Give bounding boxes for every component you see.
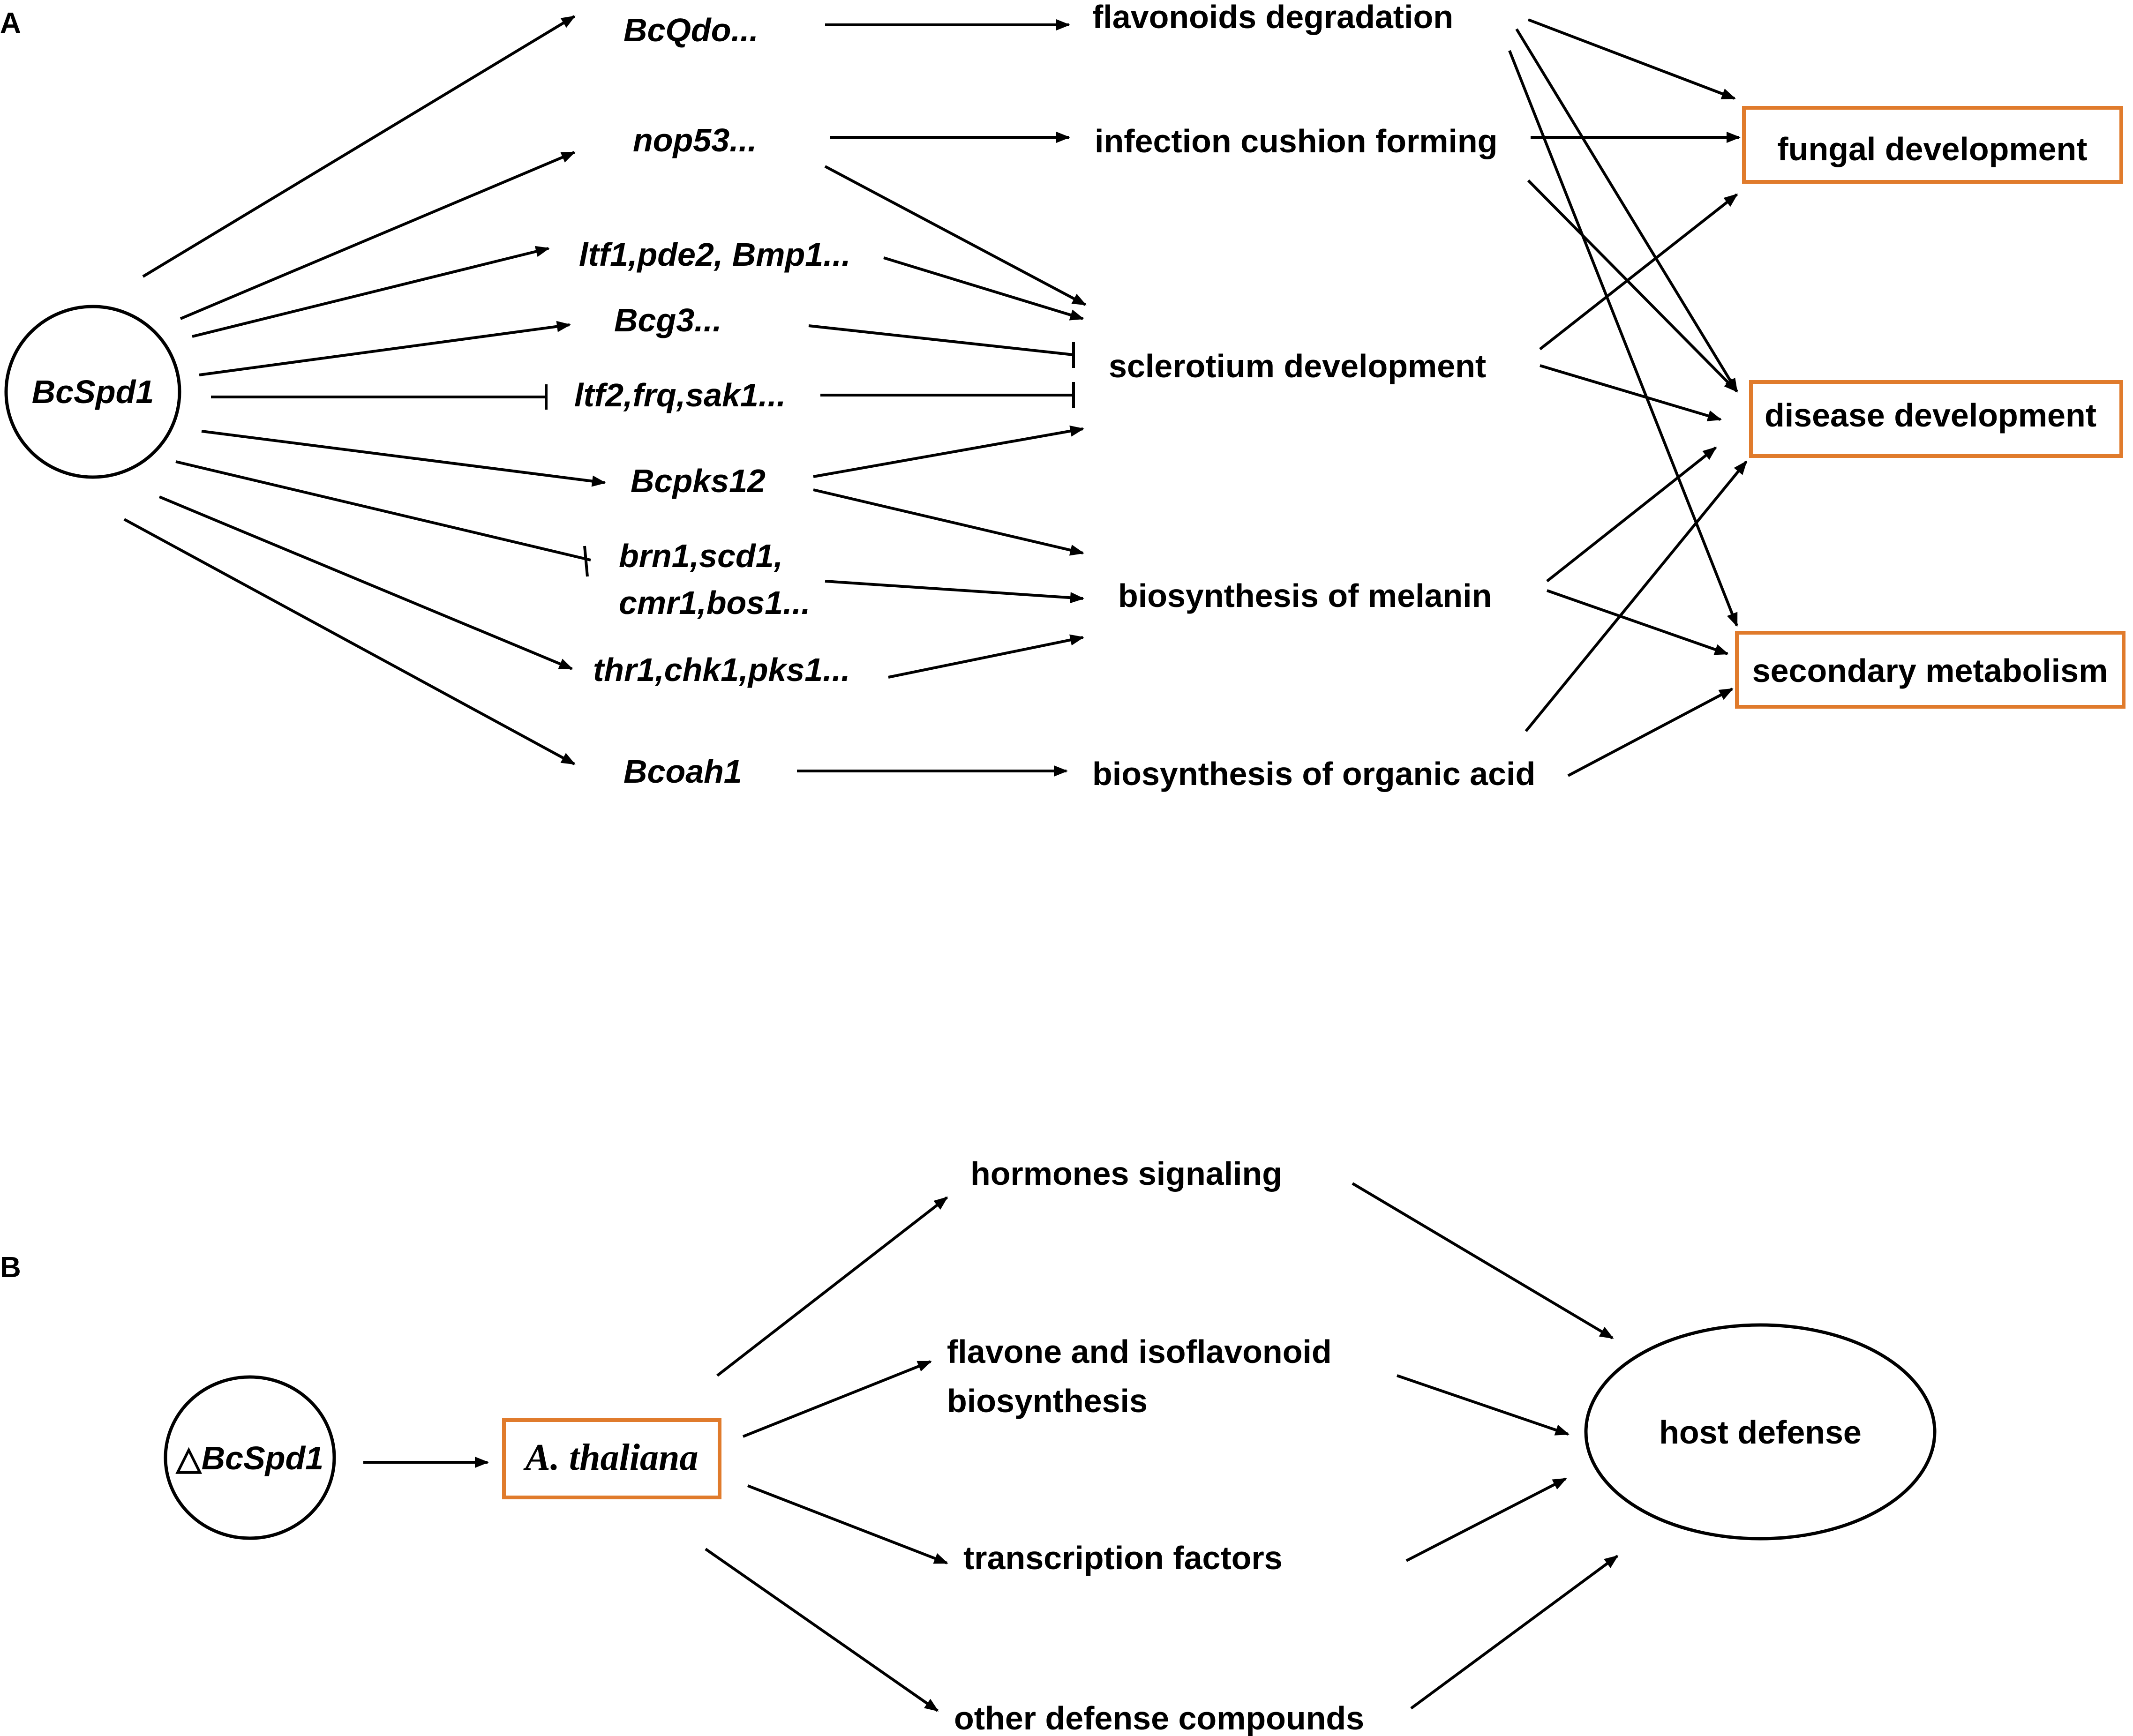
gene-nop53: nop53... <box>633 122 757 158</box>
process-other-defense-compounds: other defense compounds <box>954 1700 1364 1736</box>
edge-nop53-sclerotium <box>824 165 1087 306</box>
edge-sclerotium-fungal <box>1539 193 1738 351</box>
gene-brn1-group-line1: brn1,scd1, <box>619 538 783 574</box>
mutant-gene-name: BcSpd1 <box>202 1440 324 1476</box>
edge-host-other <box>705 1548 939 1712</box>
panel-a-label: A <box>0 7 21 39</box>
edge-bcspd1-nop53 <box>180 151 576 320</box>
mutant-bcspd1-label: △BcSpd1 <box>175 1440 323 1476</box>
edge-thr1-melanin <box>888 634 1084 679</box>
edge-organic-acid-disease <box>1525 460 1748 732</box>
process-melanin-biosynthesis: biosynthesis of melanin <box>1118 577 1492 614</box>
delta-symbol: △ <box>175 1440 203 1476</box>
panel-b-process-labels: hormones signaling flavone and isoflavon… <box>947 1155 1364 1736</box>
host-a-thaliana-box <box>502 1418 721 1499</box>
edge-flavone-defense <box>1397 1374 1570 1436</box>
edge-ltf1-sclerotium <box>883 256 1084 321</box>
mutant-bcspd1-node <box>164 1375 336 1540</box>
panel-a-outcomes: fungal development disease development s… <box>1735 106 2125 709</box>
process-flavone-line1: flavone and isoflavonoid <box>947 1333 1332 1370</box>
host-defense-label: host defense <box>1659 1414 1862 1451</box>
edge-bcspd1-ltf1 <box>192 246 550 338</box>
edge-bcspd1-brn1-inhibit <box>175 460 591 561</box>
panel-a-gene-labels: BcQdo... nop53... ltf1,pde2, Bmp1... Bcg… <box>574 12 851 790</box>
edge-bcspd1-bcpks12 <box>201 430 606 487</box>
edge-sclerotium-disease <box>1540 364 1722 421</box>
edge-hormones-defense <box>1352 1182 1614 1339</box>
gene-thr1-group: thr1,chk1,pks1... <box>593 651 850 688</box>
process-transcription-factors: transcription factors <box>963 1540 1283 1576</box>
edge-bcpks12-sclerotium <box>813 425 1084 478</box>
edge-flavonoids-disease <box>1515 28 1738 393</box>
outcome-disease-box <box>1749 380 2123 458</box>
edge-infection-disease <box>1527 179 1738 393</box>
gene-brn1-group-line2: cmr1,bos1... <box>619 584 811 621</box>
outcome-disease-development: disease development <box>1765 397 2096 434</box>
panel-b-edges <box>363 1182 1619 1712</box>
panel-b-label: B <box>0 1251 21 1284</box>
gene-bcqdo: BcQdo... <box>623 12 759 48</box>
panel-a-edges <box>123 15 1748 777</box>
bcspd1-node <box>4 305 181 479</box>
gene-ltf1-group: ltf1,pde2, Bmp1... <box>579 236 851 273</box>
outcome-fungal-development: fungal development <box>1777 131 2087 167</box>
outcome-fungal-box <box>1742 106 2123 184</box>
outcome-secondary-metabolism: secondary metabolism <box>1752 652 2108 689</box>
edge-bcspd1-brn1-bar <box>583 546 589 577</box>
process-hormones-signaling: hormones signaling <box>970 1155 1282 1192</box>
edge-organic-acid-secondary <box>1567 688 1734 777</box>
edge-bcpks12-melanin <box>813 488 1084 556</box>
host-defense-node <box>1584 1323 1937 1541</box>
process-organic-acid-biosynthesis: biosynthesis of organic acid <box>1092 756 1535 792</box>
process-flavone-line2: biosynthesis <box>947 1383 1148 1419</box>
host-a-thaliana-label: A. thaliana <box>523 1437 698 1478</box>
gene-ltf2-group: ltf2,frq,sak1... <box>574 377 786 413</box>
gene-bcoah1: Bcoah1 <box>623 753 742 790</box>
edge-flavonoids-fungal <box>1527 18 1736 100</box>
process-flavonoids-degradation: flavonoids degradation <box>1092 0 1453 35</box>
edge-host-hormones <box>716 1196 948 1377</box>
bcspd1-label: BcSpd1 <box>32 374 154 410</box>
edge-tf-defense <box>1405 1477 1567 1562</box>
gene-bcpks12: Bcpks12 <box>631 463 766 499</box>
gene-bcg3: Bcg3... <box>614 302 722 338</box>
edge-other-defense <box>1410 1555 1619 1710</box>
edge-bcspd1-bcg3 <box>199 321 571 376</box>
edge-bcspd1-bcoah1 <box>123 518 576 765</box>
edge-melanin-secondary <box>1547 589 1729 655</box>
edge-melanin-disease <box>1546 446 1717 583</box>
edge-host-flavone <box>742 1360 932 1438</box>
process-infection-cushion: infection cushion forming <box>1095 123 1497 159</box>
edge-brn1-melanin <box>825 580 1084 604</box>
outcome-secondary-box <box>1735 631 2125 709</box>
edge-bcspd1-thr1 <box>158 495 573 670</box>
process-sclerotium-development: sclerotium development <box>1109 348 1486 384</box>
panel-a-process-labels: flavonoids degradation infection cushion… <box>1092 0 1535 792</box>
edge-host-tf <box>747 1484 948 1564</box>
edge-flavonoids-secondary <box>1508 50 1738 627</box>
edge-bcg3-sclerotium-inhibit <box>808 324 1074 356</box>
edge-bcspd1-bcqdo <box>142 15 576 278</box>
